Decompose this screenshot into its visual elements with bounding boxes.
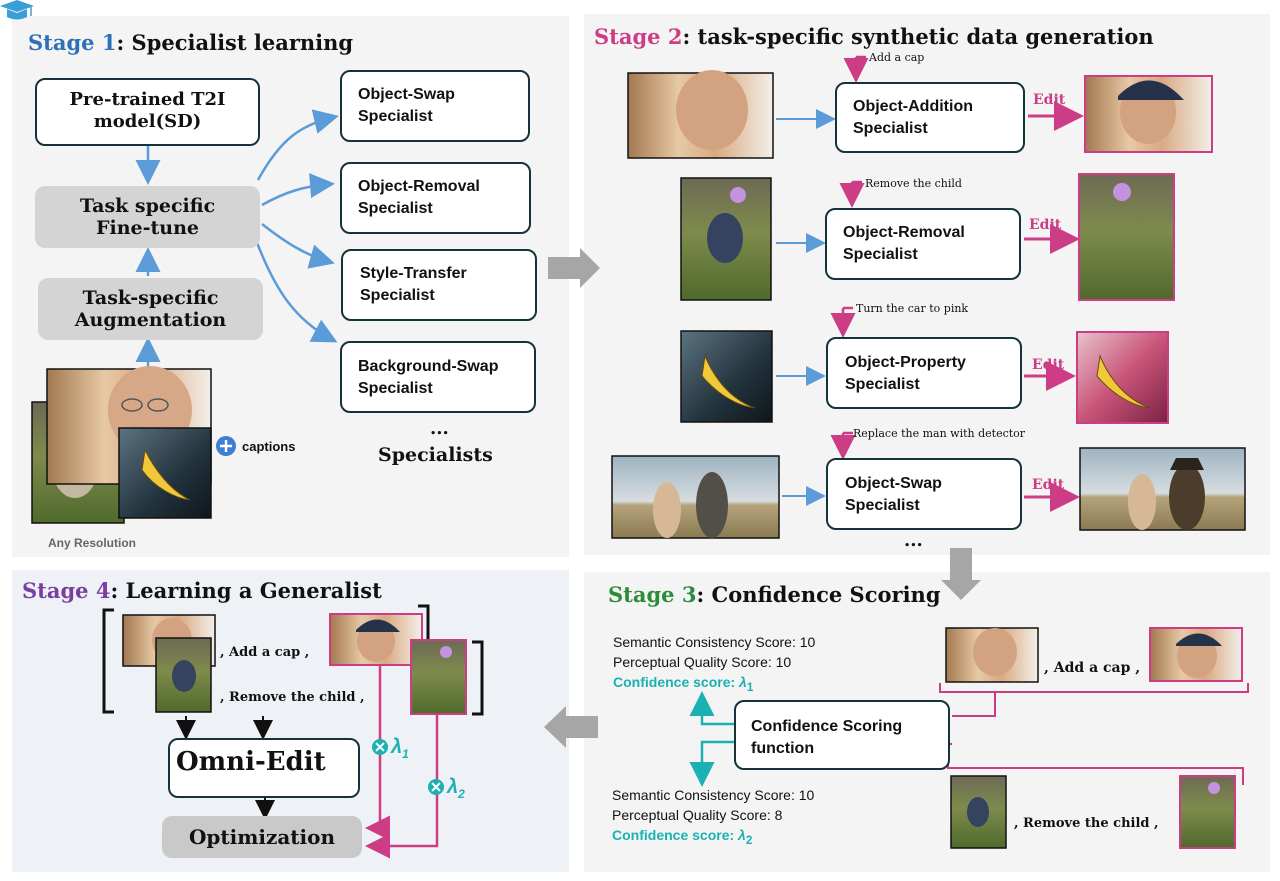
input-photo-banana: [118, 427, 212, 519]
pretrained-model-box: [35, 78, 260, 146]
specialists-label: Specialists: [378, 444, 493, 466]
instruction-text: Remove the child: [865, 177, 962, 190]
specialists-dots: ...: [430, 418, 449, 439]
stage2-title: Stage 2: task-specific synthetic data ge…: [594, 24, 1154, 49]
semantic-score: Semantic Consistency Score: 10: [612, 787, 815, 803]
stage4-title: Stage 4: Learning a Generalist: [22, 578, 382, 603]
stage4-photo-no-child: [410, 639, 467, 715]
pair2-instruction: , Remove the child ,: [1014, 816, 1159, 831]
arrow-stage1-to-2: [548, 248, 600, 288]
pair1-instruction: , Add a cap ,: [1044, 660, 1141, 676]
optimization-box: [162, 816, 362, 858]
source-photo-child: [680, 177, 772, 301]
stage1-title: Stage 1: Specialist learning: [28, 30, 354, 55]
source-photo-banana: [680, 330, 773, 423]
stage4-photo-cap: [329, 613, 423, 666]
score-block-1: Semantic Consistency Score: 10 Perceptua…: [613, 632, 815, 698]
stage2-dots: ...: [904, 530, 923, 551]
specialist-box-style-transfer: [341, 249, 537, 321]
stage3-photo-face: [945, 627, 1039, 683]
specialist-box-background-swap: [340, 341, 536, 413]
edit-label: Edit: [1033, 92, 1066, 108]
edit-label: Edit: [1032, 357, 1065, 373]
edited-photo-cap: [1084, 75, 1213, 153]
finetune-box: [35, 186, 260, 248]
specialist-box-object-swap-2: [826, 458, 1022, 530]
omni-edit-label: Omni-Edit: [176, 747, 326, 777]
any-resolution-label: Any Resolution: [48, 536, 137, 550]
edited-photo-detective: [1079, 447, 1246, 531]
source-photo-face: [627, 70, 774, 159]
stage3-title: Stage 3: Confidence Scoring: [608, 582, 941, 607]
confidence-score: Confidence score: λ2: [612, 827, 753, 847]
confidence-score: Confidence score: λ1: [613, 674, 754, 694]
edited-photo-pink-car: [1076, 331, 1169, 424]
specialist-box-object-removal-2: [825, 208, 1021, 280]
confidence-scoring-function-box: [734, 700, 950, 770]
edit-label: Edit: [1029, 217, 1062, 233]
perceptual-score: Perceptual Quality Score: 10: [613, 654, 792, 670]
edit-label: Edit: [1032, 477, 1065, 493]
stage3-photo-no-child: [1179, 775, 1236, 849]
specialist-box-object-swap: [340, 70, 530, 142]
augmentation-box: [38, 278, 263, 340]
lambda1-label: λ1: [391, 736, 409, 761]
arrow-stage2-to-3: [941, 548, 981, 600]
stage3-photo-cap: [1149, 627, 1243, 682]
graduation-cap-icon: [0, 0, 34, 20]
specialist-box-object-addition: [835, 82, 1025, 153]
instruction-text: Replace the man with detector: [853, 427, 1026, 440]
arrow-stage3-to-4: [544, 706, 598, 748]
edited-photo-no-child: [1078, 173, 1175, 301]
stage4-instr2: , Remove the child ,: [220, 690, 365, 705]
score-block-2: Semantic Consistency Score: 10 Perceptua…: [612, 785, 814, 851]
semantic-score: Semantic Consistency Score: 10: [613, 634, 816, 650]
lambda2-label: λ2: [447, 776, 465, 801]
perceptual-score: Perceptual Quality Score: 8: [612, 807, 783, 823]
captions-label: captions: [242, 439, 296, 454]
stage4-instr1: , Add a cap ,: [220, 645, 310, 660]
specialist-box-object-property: [826, 337, 1022, 409]
omni-edit-box: [168, 738, 360, 798]
specialist-box-object-removal: [340, 162, 531, 234]
stage3-photo-child: [950, 775, 1007, 849]
stage4-photo-child: [155, 637, 212, 713]
instruction-text: Add a cap: [869, 51, 925, 64]
instruction-text: Turn the car to pink: [856, 302, 969, 315]
source-photo-couple: [611, 455, 780, 539]
optimization-label: Optimization: [188, 825, 336, 849]
